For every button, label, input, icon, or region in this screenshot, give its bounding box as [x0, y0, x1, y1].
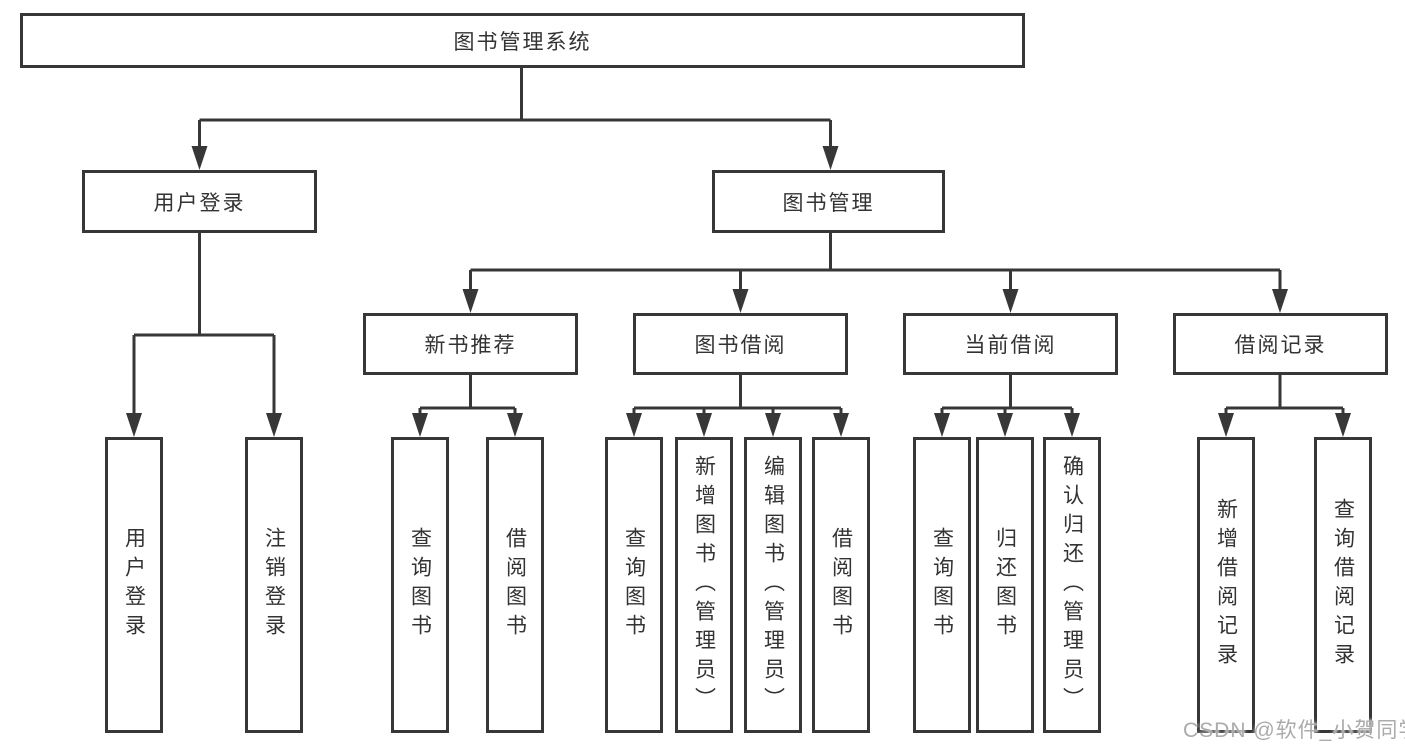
leaf-return-books: 归还图书 — [976, 437, 1034, 733]
leaf-user-login-label: 用户登录 — [122, 527, 146, 643]
leaf-query-borrow-record: 查询借阅记录 — [1314, 437, 1372, 733]
node-user-login-label: 用户登录 — [153, 191, 246, 215]
leaf-edit-books-admin-label: 编辑图书（管理员） — [761, 454, 785, 716]
node-current-borrow: 当前借阅 — [903, 313, 1118, 375]
leaf-add-books-admin-label: 新增图书（管理员） — [692, 454, 716, 716]
leaf-current-query-books: 查询图书 — [913, 437, 971, 733]
leaf-logout-label: 注销登录 — [262, 527, 286, 643]
leaf-edit-books-admin: 编辑图书（管理员） — [744, 437, 802, 733]
leaf-borrow-query-books-label: 查询图书 — [622, 527, 646, 643]
node-book-management: 图书管理 — [712, 170, 945, 233]
node-book-management-label: 图书管理 — [782, 191, 875, 215]
leaf-recommend-query-books-label: 查询图书 — [408, 527, 432, 643]
leaf-query-borrow-record-label: 查询借阅记录 — [1331, 498, 1355, 672]
leaf-return-books-label: 归还图书 — [993, 527, 1017, 643]
leaf-current-query-books-label: 查询图书 — [930, 527, 954, 643]
leaf-recommend-query-books: 查询图书 — [391, 437, 449, 733]
leaf-recommend-borrow-books-label: 借阅图书 — [503, 527, 527, 643]
leaf-logout: 注销登录 — [245, 437, 303, 733]
csdn-watermark: CSDN @软件_小贺同学 — [1183, 719, 1405, 742]
leaf-add-borrow-record-label: 新增借阅记录 — [1214, 498, 1238, 672]
node-user-login: 用户登录 — [82, 170, 317, 233]
node-borrow-records-label: 借阅记录 — [1234, 334, 1327, 357]
node-book-borrow-label: 图书借阅 — [694, 334, 787, 357]
node-new-book-recommend: 新书推荐 — [363, 313, 578, 375]
node-book-borrow: 图书借阅 — [633, 313, 848, 375]
node-new-book-recommend-label: 新书推荐 — [424, 334, 517, 357]
node-root: 图书管理系统 — [20, 13, 1025, 68]
leaf-add-books-admin: 新增图书（管理员） — [675, 437, 733, 733]
node-root-label: 图书管理系统 — [453, 30, 592, 54]
leaf-confirm-return-admin: 确认归还（管理员） — [1043, 437, 1101, 733]
node-borrow-records: 借阅记录 — [1173, 313, 1388, 375]
node-current-borrow-label: 当前借阅 — [964, 334, 1057, 357]
leaf-borrow-books-label: 借阅图书 — [829, 527, 853, 643]
leaf-user-login: 用户登录 — [105, 437, 163, 733]
leaf-borrow-query-books: 查询图书 — [605, 437, 663, 733]
leaf-recommend-borrow-books: 借阅图书 — [486, 437, 544, 733]
leaf-add-borrow-record: 新增借阅记录 — [1197, 437, 1255, 733]
leaf-borrow-books: 借阅图书 — [812, 437, 870, 733]
leaf-confirm-return-admin-label: 确认归还（管理员） — [1060, 454, 1084, 716]
